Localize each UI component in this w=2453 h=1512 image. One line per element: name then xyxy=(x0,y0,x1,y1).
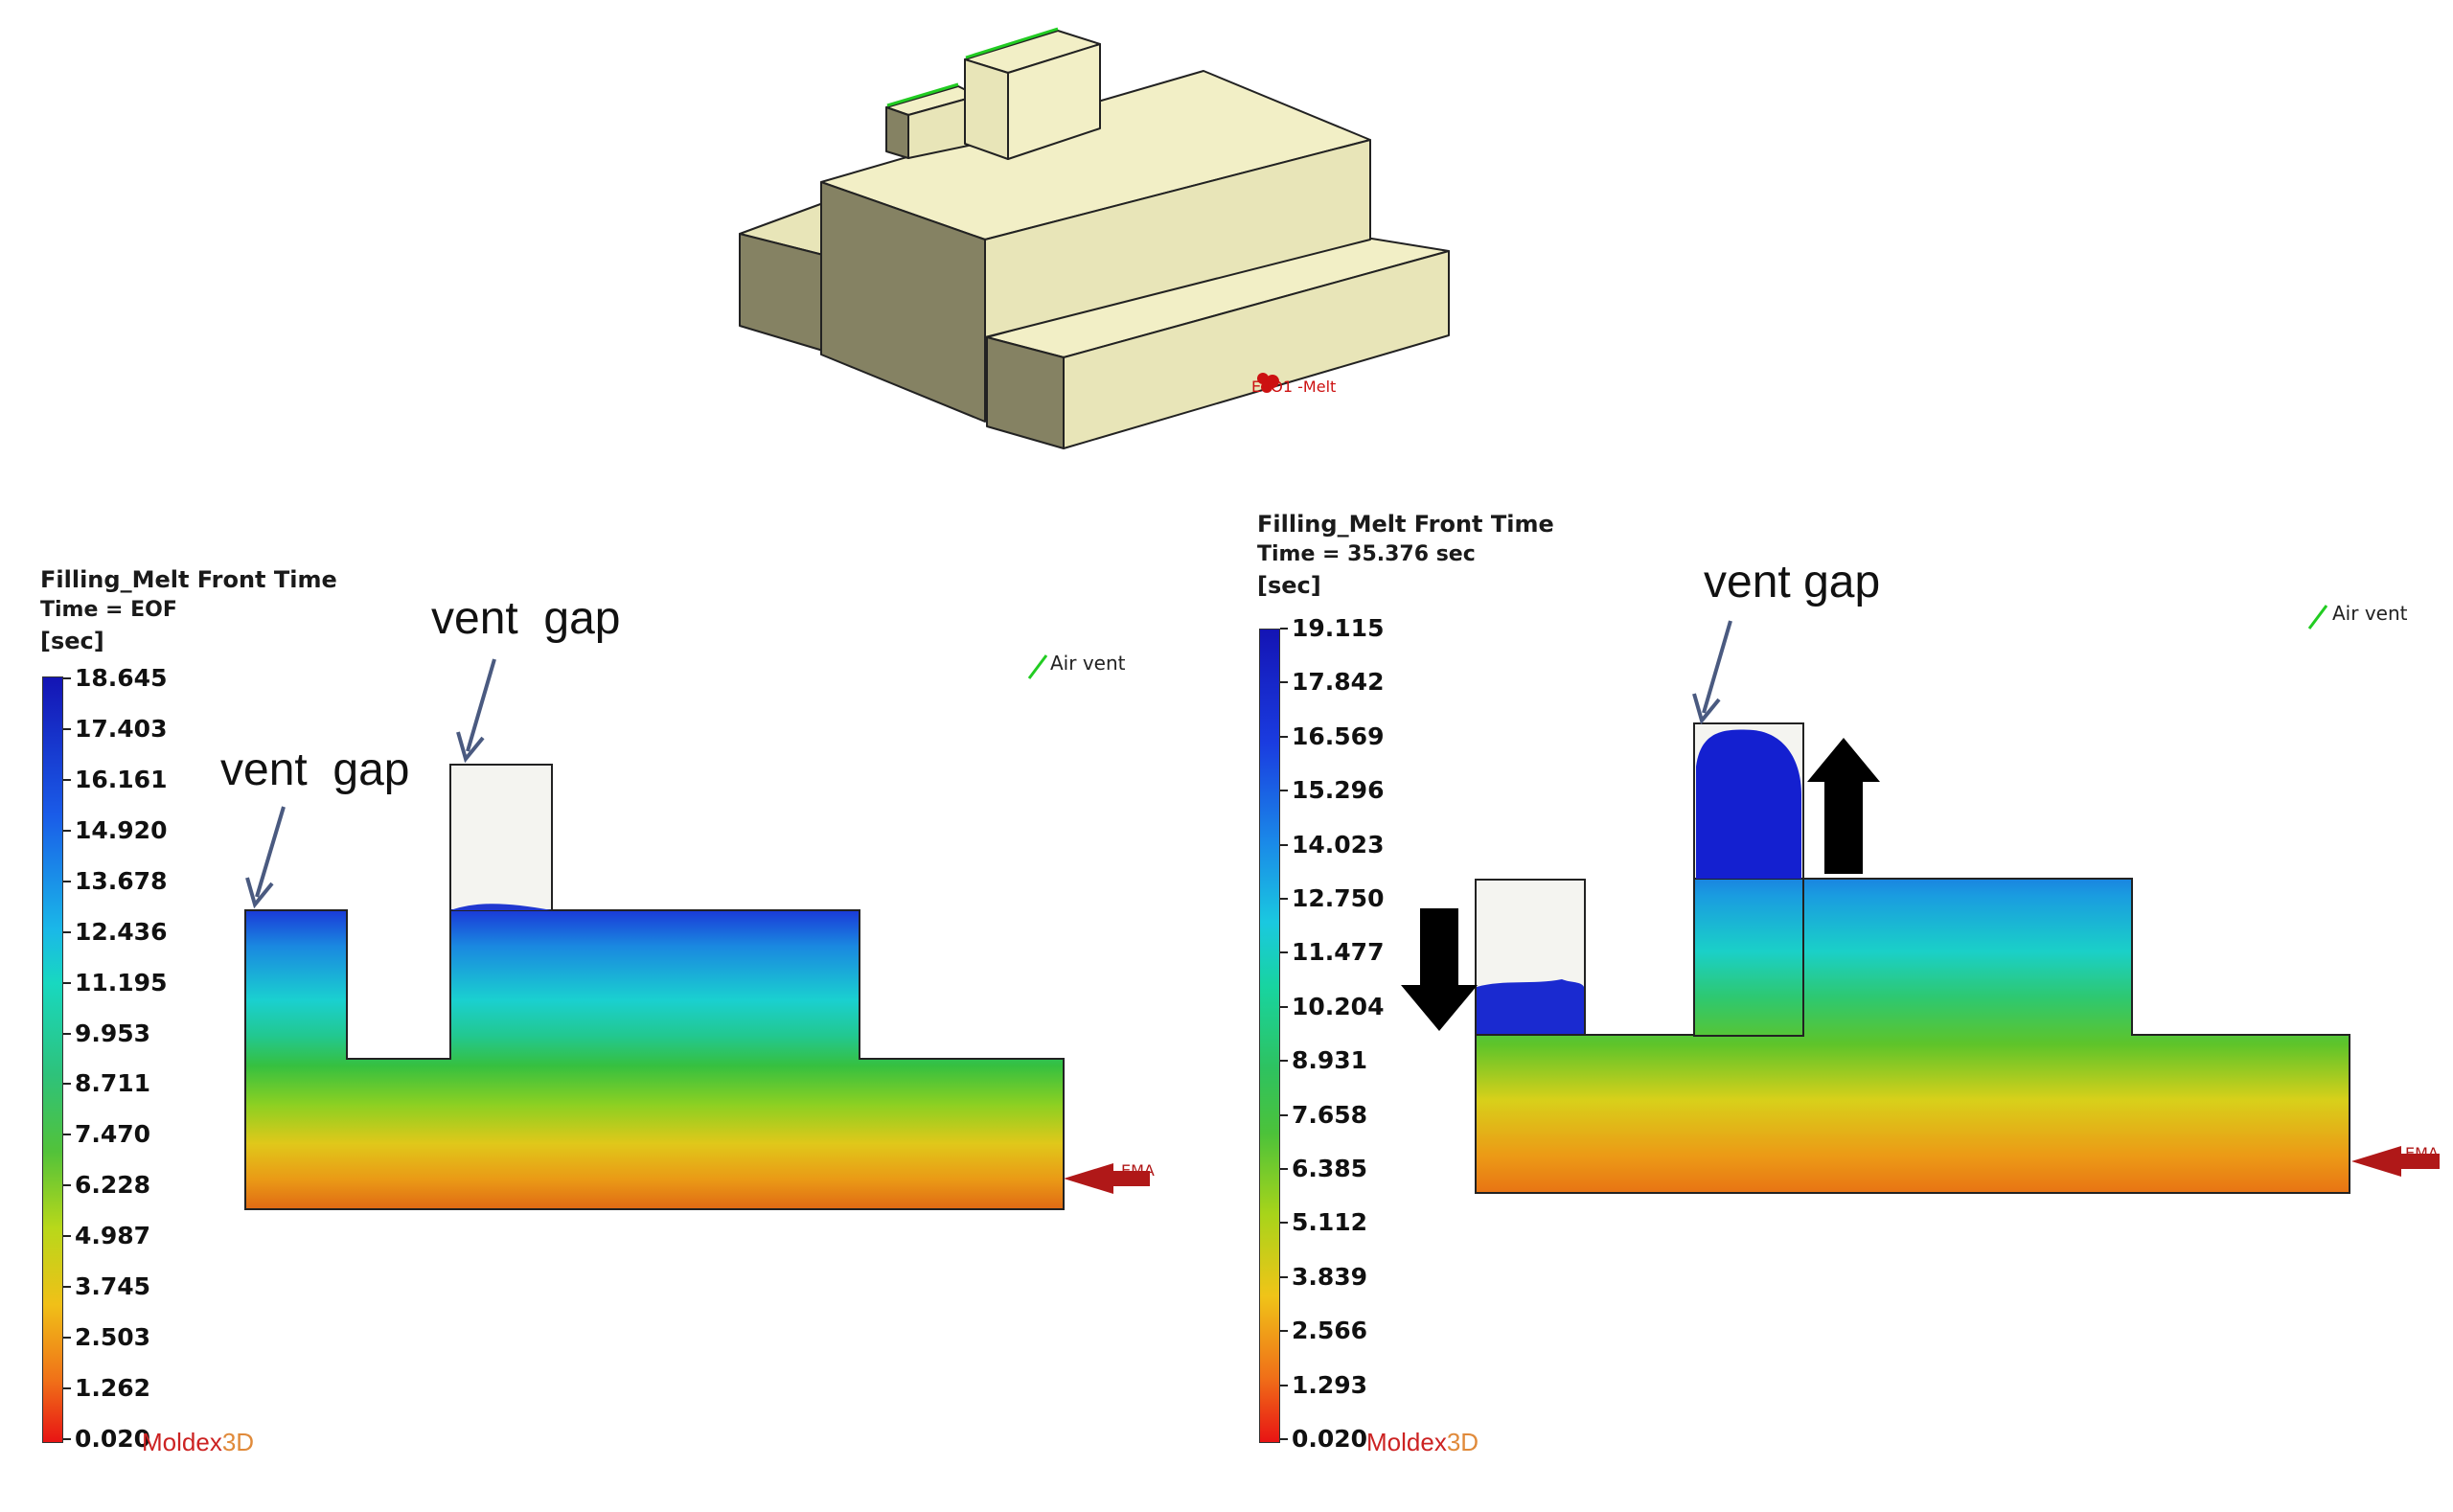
right-tick-mark xyxy=(1280,1384,1288,1386)
left-tick-mark xyxy=(63,1286,71,1289)
right-tick-mark xyxy=(1280,1438,1288,1440)
right-tick-label: 2.566 xyxy=(1292,1317,1368,1345)
left-tick-mark xyxy=(63,981,71,984)
part-3d-model xyxy=(739,27,1450,449)
right-brand-main: Moldex xyxy=(1366,1428,1447,1456)
right-tick-label: 6.385 xyxy=(1292,1155,1368,1182)
right-air-vent-label: Air vent xyxy=(2332,602,2408,625)
right-legend-unit: [sec] xyxy=(1257,572,1321,599)
right-tick-mark xyxy=(1280,790,1288,792)
right-tick-mark xyxy=(1280,681,1288,684)
left-moldex-logo: Moldex3D xyxy=(142,1428,254,1457)
left-tick-label: 12.436 xyxy=(75,917,168,946)
right-tick-mark xyxy=(1280,1005,1288,1008)
left-tick-mark xyxy=(63,1083,71,1086)
left-brand-main: Moldex xyxy=(142,1428,222,1456)
left-tick-mark xyxy=(63,930,71,933)
right-tick-mark xyxy=(1280,898,1288,900)
left-air-vent-label: Air vent xyxy=(1050,652,1126,675)
left-tick-mark xyxy=(63,880,71,882)
right-tick-label: 12.750 xyxy=(1292,884,1385,912)
left-tick-label: 8.711 xyxy=(75,1069,151,1098)
left-tick-mark xyxy=(63,829,71,832)
left-tick-label: 14.920 xyxy=(75,815,168,844)
right-legend-header: Filling_Melt Front Time Time = 35.376 se… xyxy=(1257,508,1554,602)
right-tick-label: 11.477 xyxy=(1292,938,1385,967)
left-inlet-label: EMA xyxy=(1121,1161,1155,1180)
left-tick-label: 9.953 xyxy=(75,1019,151,1047)
left-tick-label: 11.195 xyxy=(75,968,168,997)
right-tick-label: 17.842 xyxy=(1292,668,1385,697)
right-vent-gap-label: vent gap xyxy=(1704,557,1881,607)
left-legend-unit: [sec] xyxy=(40,628,104,654)
left-tick-mark xyxy=(63,1032,71,1035)
right-inlet-label: EMA xyxy=(2405,1144,2439,1162)
right-brand-suffix: 3D xyxy=(1446,1428,1479,1456)
left-brand-suffix: 3D xyxy=(221,1428,255,1456)
left-tick-mark xyxy=(63,1134,71,1136)
melt-entrance-label: E0O1 -Melt xyxy=(1251,378,1337,396)
left-tick-label: 0.020 xyxy=(75,1425,151,1453)
right-tick-mark xyxy=(1280,735,1288,738)
left-tick-label: 7.470 xyxy=(75,1120,151,1149)
right-legend-title: Filling_Melt Front Time xyxy=(1257,511,1554,538)
right-tick-label: 16.569 xyxy=(1292,722,1385,750)
right-moldex-logo: Moldex3D xyxy=(1366,1428,1479,1457)
left-tick-mark xyxy=(63,778,71,781)
right-color-scale-bar xyxy=(1259,629,1280,1443)
right-tick-label: 7.658 xyxy=(1292,1100,1368,1129)
left-tick-mark xyxy=(63,1387,71,1390)
left-color-scale-bar xyxy=(42,676,63,1443)
right-tick-label: 5.112 xyxy=(1292,1208,1368,1237)
left-tick-mark xyxy=(63,677,71,679)
left-tick-mark xyxy=(63,1438,71,1440)
left-tick-label: 16.161 xyxy=(75,765,168,793)
left-tick-mark xyxy=(63,1337,71,1340)
left-tick-label: 3.745 xyxy=(75,1272,151,1301)
right-tick-label: 19.115 xyxy=(1292,614,1385,642)
right-legend-time: Time = 35.376 sec xyxy=(1257,542,1476,566)
left-tick-label: 4.987 xyxy=(75,1222,151,1250)
left-legend-time: Time = EOF xyxy=(40,598,177,622)
left-tick-label: 18.645 xyxy=(75,664,168,692)
left-tick-mark xyxy=(63,727,71,730)
right-tick-mark xyxy=(1280,1330,1288,1333)
right-tick-mark xyxy=(1280,1168,1288,1170)
left-legend-title: Filling_Melt Front Time xyxy=(40,566,337,593)
left-tick-mark xyxy=(63,1184,71,1187)
right-tick-mark xyxy=(1280,1275,1288,1278)
right-tick-mark xyxy=(1280,628,1288,630)
right-tick-label: 1.293 xyxy=(1292,1370,1368,1399)
left-tick-label: 17.403 xyxy=(75,714,168,743)
right-tick-mark xyxy=(1280,1113,1288,1116)
left-tick-label: 6.228 xyxy=(75,1171,151,1200)
left-tick-label: 2.503 xyxy=(75,1323,151,1352)
right-tick-mark xyxy=(1280,951,1288,954)
left-tick-mark xyxy=(63,1235,71,1238)
left-vent-gap-label-2: vent gap xyxy=(431,593,621,644)
right-tick-mark xyxy=(1280,1222,1288,1225)
right-tick-label: 14.023 xyxy=(1292,830,1385,859)
right-tick-label: 15.296 xyxy=(1292,776,1385,805)
left-legend-header: Filling_Melt Front Time Time = EOF [sec] xyxy=(40,563,337,657)
right-tick-label: 10.204 xyxy=(1292,992,1385,1020)
right-tick-mark xyxy=(1280,1060,1288,1063)
left-tick-label: 13.678 xyxy=(75,866,168,895)
right-tick-label: 0.020 xyxy=(1292,1425,1368,1453)
right-tick-label: 3.839 xyxy=(1292,1262,1368,1291)
right-tick-mark xyxy=(1280,843,1288,846)
left-vent-gap-label-1: vent gap xyxy=(220,745,410,795)
right-tick-label: 8.931 xyxy=(1292,1046,1368,1075)
left-tick-label: 1.262 xyxy=(75,1374,151,1403)
